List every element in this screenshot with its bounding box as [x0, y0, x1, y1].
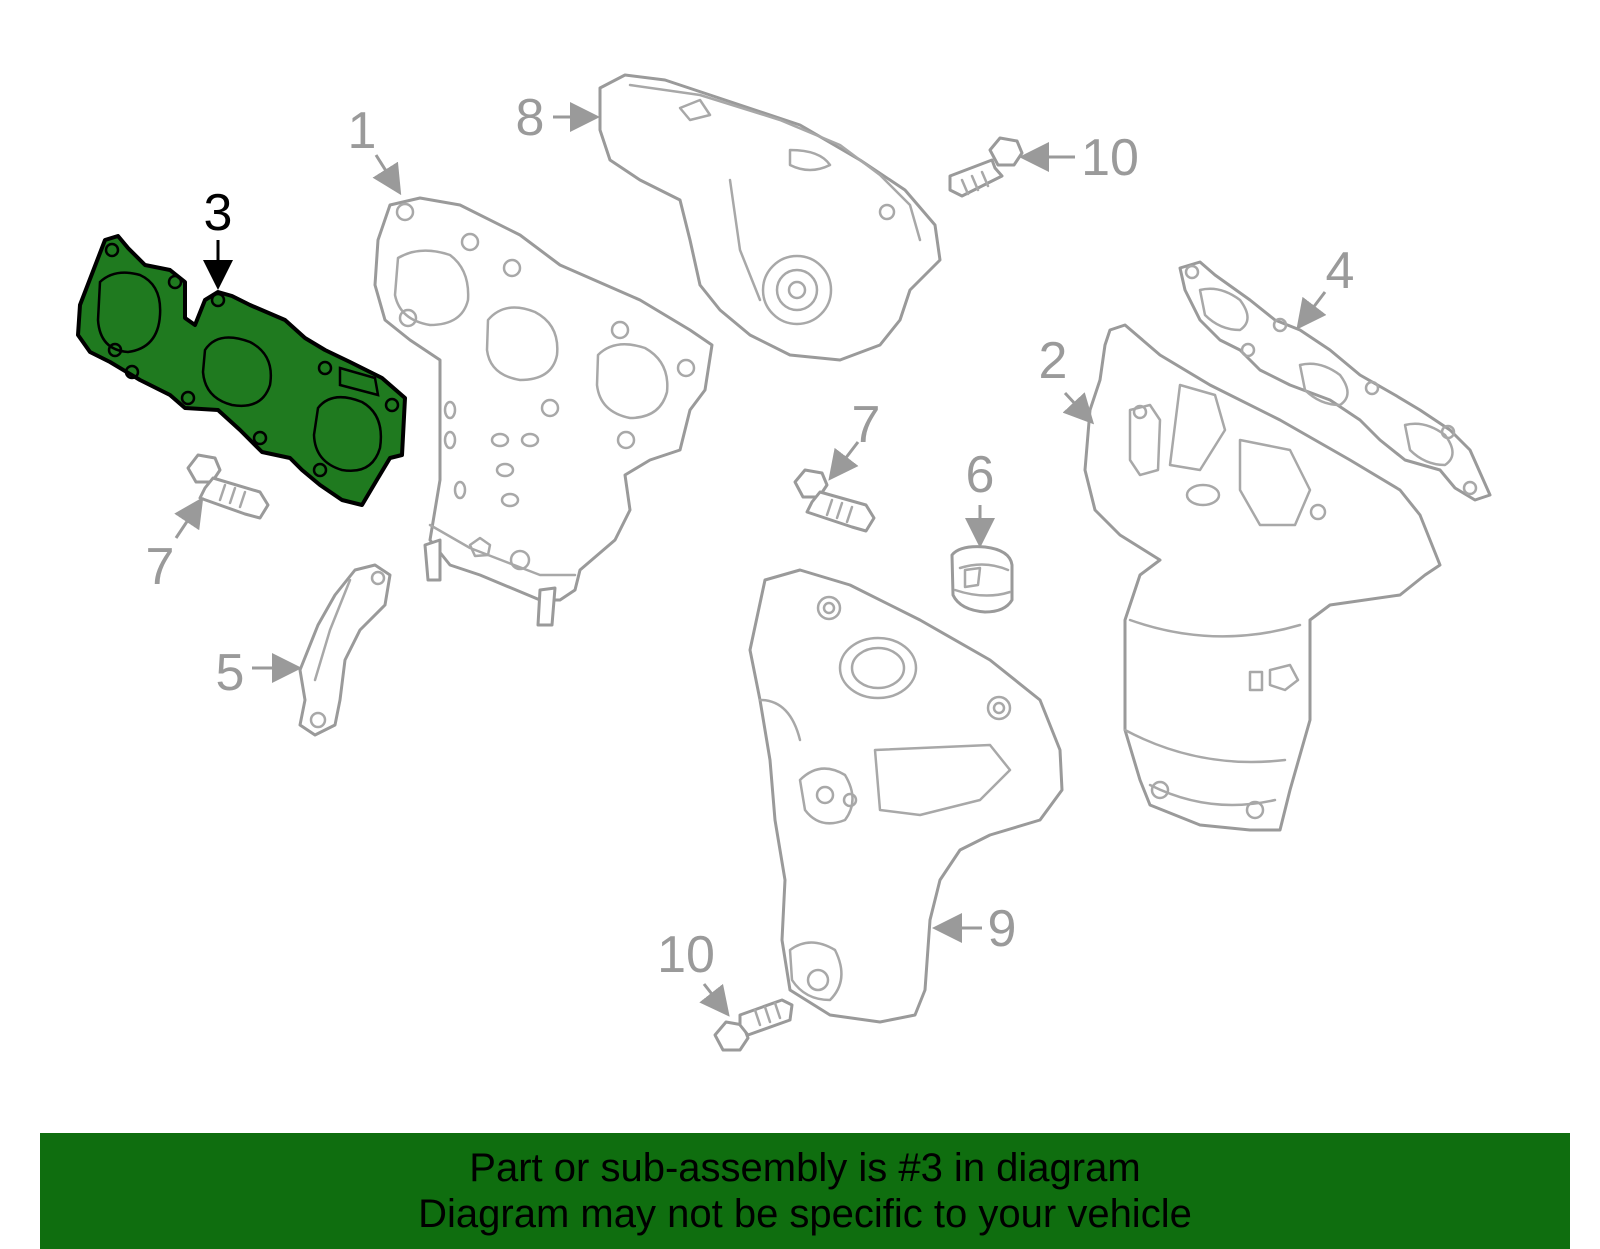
callout-6: 6 [966, 446, 995, 504]
bolt-10-bottom[interactable] [713, 998, 794, 1052]
callout-10-bottom: 10 [657, 926, 715, 984]
bolt-7-center[interactable] [793, 468, 876, 533]
banner-line-1: Part or sub-assembly is #3 in diagram [469, 1146, 1141, 1190]
leader-10-bottom [699, 983, 730, 1017]
part-1-manifold[interactable] [373, 196, 714, 627]
part-4-gasket[interactable] [1178, 260, 1492, 502]
leader-7-left [174, 497, 204, 539]
part-5-bracket[interactable] [298, 563, 392, 737]
part-8-heat-shield[interactable] [598, 73, 942, 362]
leader-7-center [828, 441, 860, 481]
part-3-gasket[interactable] [76, 234, 407, 507]
leader-1 [372, 154, 402, 196]
part-2-manifold[interactable] [1083, 323, 1442, 832]
part-9-heat-shield[interactable] [748, 568, 1064, 1024]
leader-4 [1296, 291, 1327, 330]
callout-5: 5 [216, 644, 245, 702]
callout-4: 4 [1326, 242, 1355, 300]
callout-9: 9 [988, 900, 1017, 958]
callout-7-center: 7 [852, 396, 881, 454]
leader-2 [1062, 391, 1095, 425]
callout-7-left: 7 [146, 538, 175, 596]
callout-8: 8 [516, 89, 545, 147]
callout-3: 3 [204, 184, 233, 242]
callout-2: 2 [1039, 332, 1068, 390]
parts-diagram: 3 1 8 10 4 2 7 6 7 5 9 10 [76, 73, 1492, 1052]
callout-1: 1 [348, 102, 377, 160]
bolt-10-top[interactable] [948, 136, 1024, 198]
callout-10-top: 10 [1081, 129, 1139, 187]
banner-line-2: Diagram may not be specific to your vehi… [418, 1192, 1192, 1236]
bolt-7-left[interactable] [186, 453, 270, 520]
info-banner: Part or sub-assembly is #3 in diagram Di… [40, 1133, 1570, 1249]
part-6-clip[interactable] [950, 545, 1014, 614]
